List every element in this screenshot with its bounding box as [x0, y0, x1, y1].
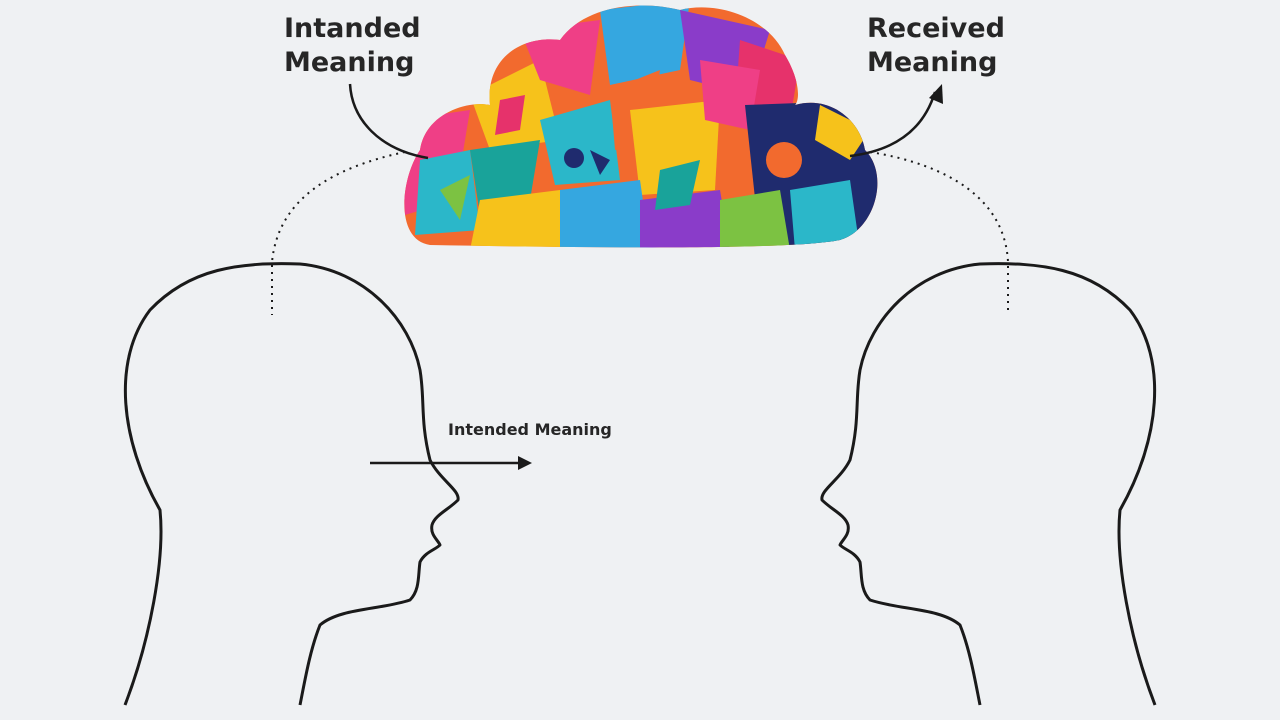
left-dotted-connector [271, 151, 406, 315]
intended-meaning-arrow-label: Intended Meaning [448, 420, 612, 439]
intended-to-cloud-arrow [348, 83, 429, 160]
received-meaning-title: Received Meaning [867, 12, 1005, 80]
arrow-right-icon [518, 456, 532, 470]
intended-meaning-title: Intanded Meaning [284, 12, 421, 80]
thought-cloud [404, 5, 878, 248]
intended-title-line-1: Intanded [284, 13, 421, 44]
received-title-line-2: Meaning [867, 47, 998, 78]
speaker-head [123, 262, 460, 706]
intended-title-line-2: Meaning [284, 47, 415, 78]
arrow-up-right-icon [929, 84, 943, 104]
right-dotted-connector [869, 151, 1009, 315]
cloud-to-received-arrow [849, 91, 937, 158]
received-title-line-1: Received [867, 13, 1005, 44]
listener-head [820, 262, 1157, 706]
